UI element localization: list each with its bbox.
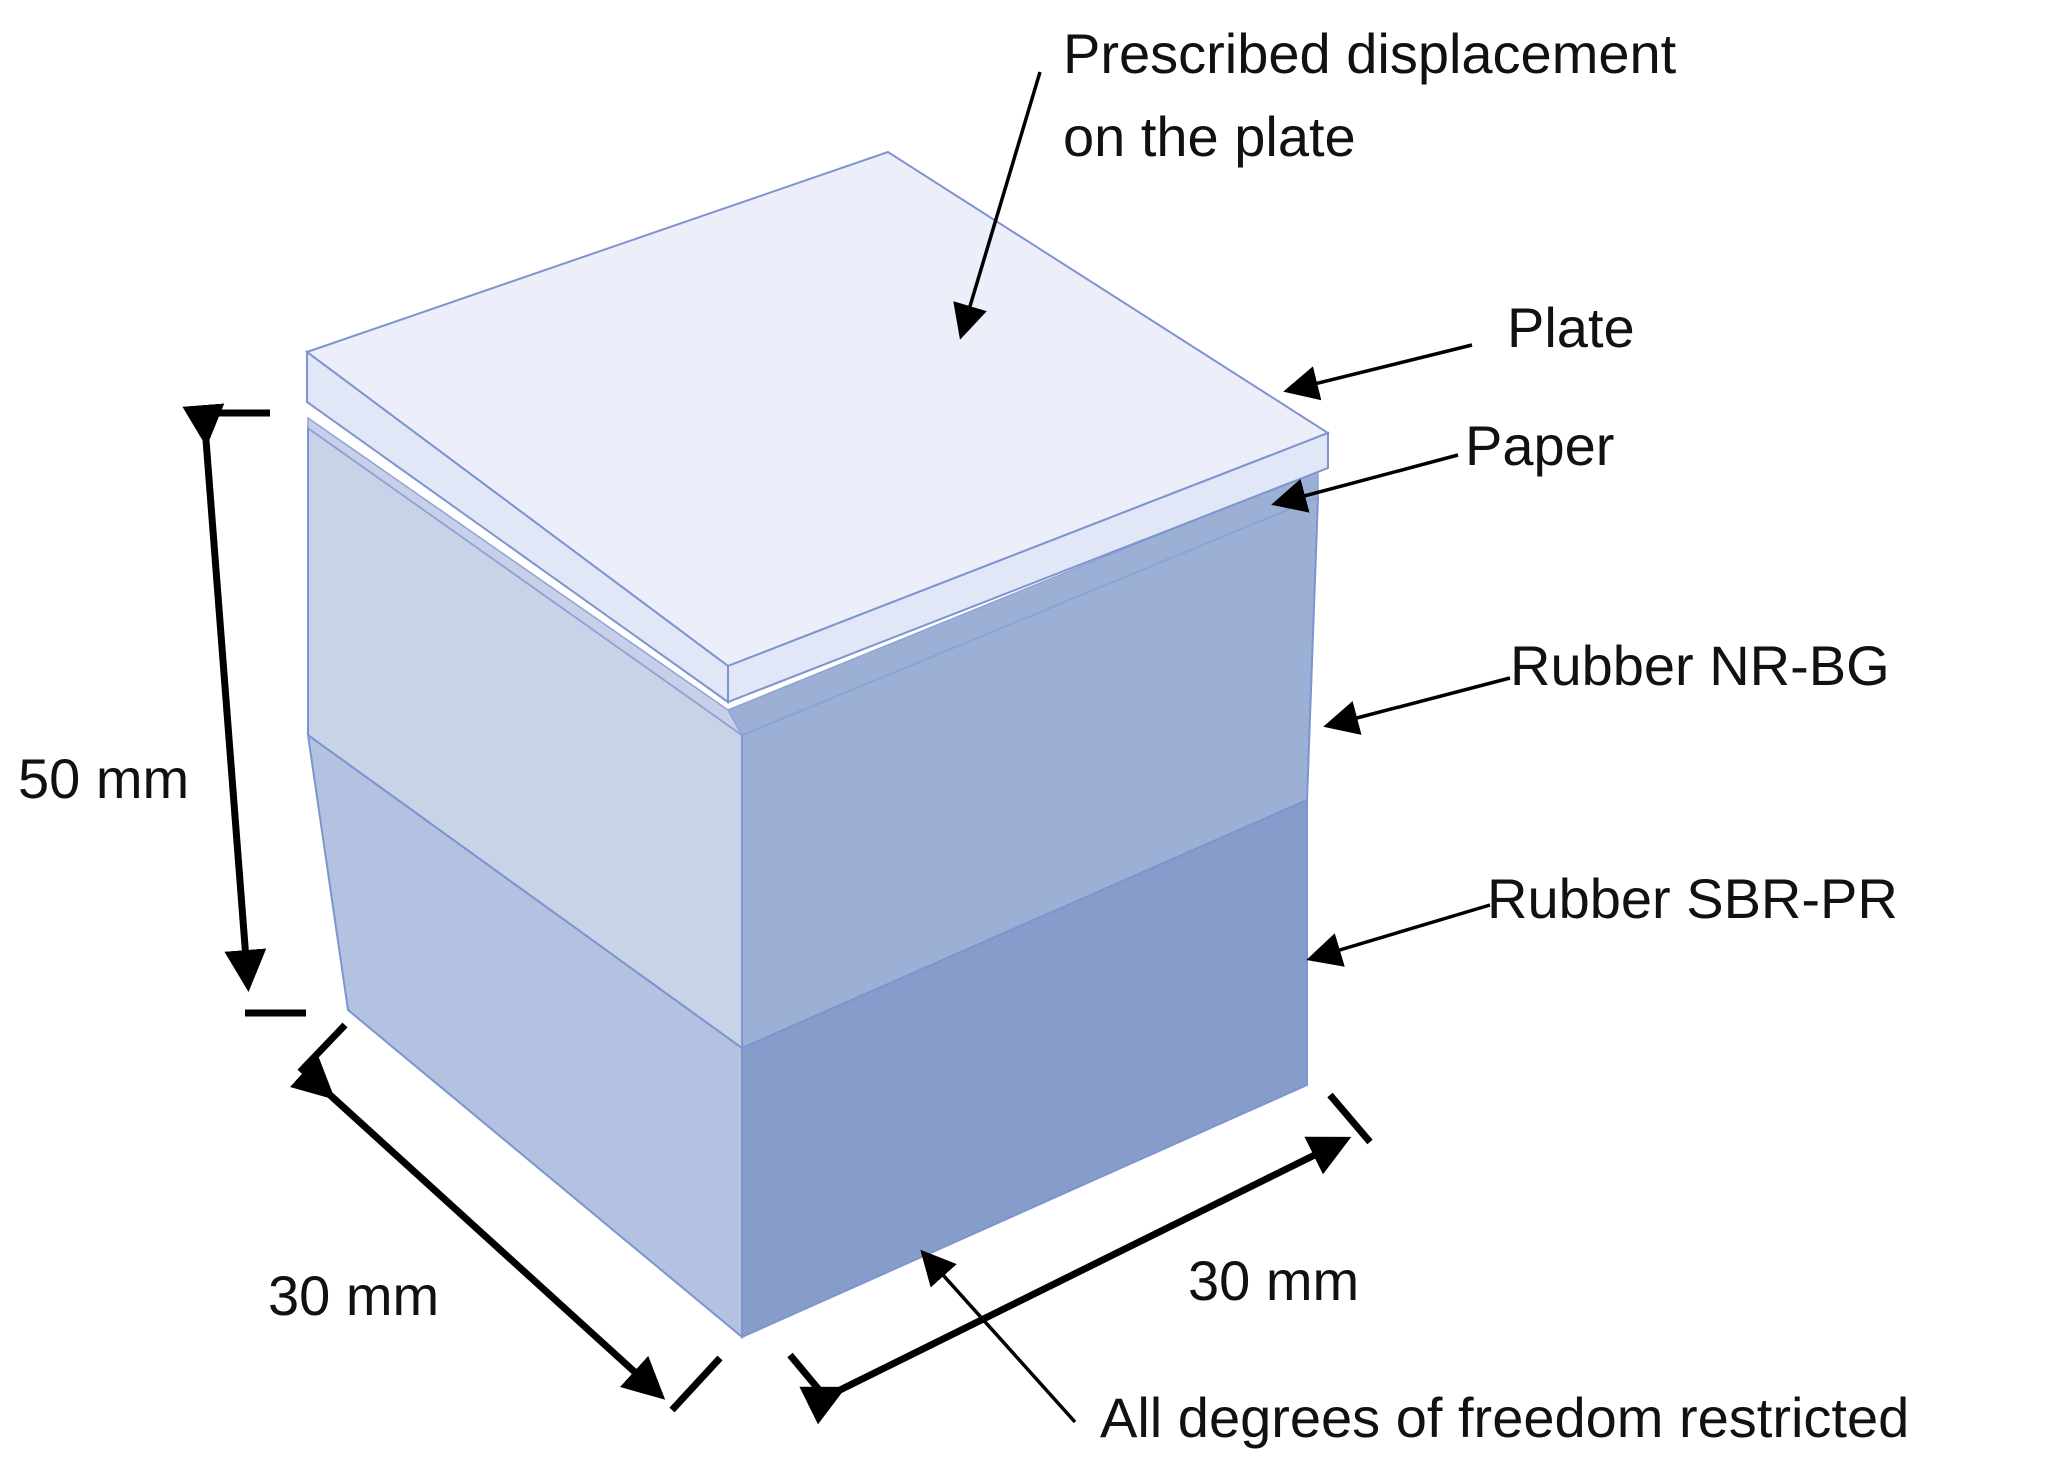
width-tick-right <box>1327 1092 1373 1145</box>
height-label: 50 mm <box>18 747 189 810</box>
depth-tick-front <box>669 1355 723 1413</box>
prescribed-label-line2: on the plate <box>1063 105 1356 168</box>
paper-leader <box>1271 453 1459 513</box>
depth-arrow <box>289 1055 666 1400</box>
dimension-depth <box>289 1022 723 1413</box>
plate-right-edge <box>727 431 1329 704</box>
labels: Prescribed displacement on the plate Pla… <box>18 22 1909 1449</box>
paper-layer-right <box>726 468 1319 736</box>
prescribed-label-line1: Prescribed displacement <box>1063 22 1677 85</box>
rubber-nr-label: Rubber NR-BG <box>1510 634 1890 697</box>
width-label: 30 mm <box>1188 1249 1359 1312</box>
plate-leader <box>1283 343 1473 401</box>
rubber-sbr-label: Rubber SBR-PR <box>1487 867 1898 930</box>
sbr-leader <box>1306 903 1491 967</box>
dimension-width <box>787 1092 1373 1425</box>
paper-label: Paper <box>1465 414 1614 477</box>
width-tick-front <box>787 1352 833 1406</box>
plate-label: Plate <box>1507 296 1635 359</box>
depth-label: 30 mm <box>268 1264 439 1327</box>
dimension-height <box>182 403 306 1017</box>
width-arrow <box>799 1136 1352 1425</box>
depth-tick-back <box>297 1022 348 1075</box>
nr-leader <box>1323 676 1511 735</box>
leaders <box>920 71 1511 1424</box>
boundary-leader <box>920 1249 1077 1424</box>
boundary-label: All degrees of freedom restricted <box>1100 1386 1909 1449</box>
prescribed-leader <box>953 71 1042 340</box>
height-arrow <box>182 403 267 992</box>
block-3d <box>304 150 1331 1340</box>
